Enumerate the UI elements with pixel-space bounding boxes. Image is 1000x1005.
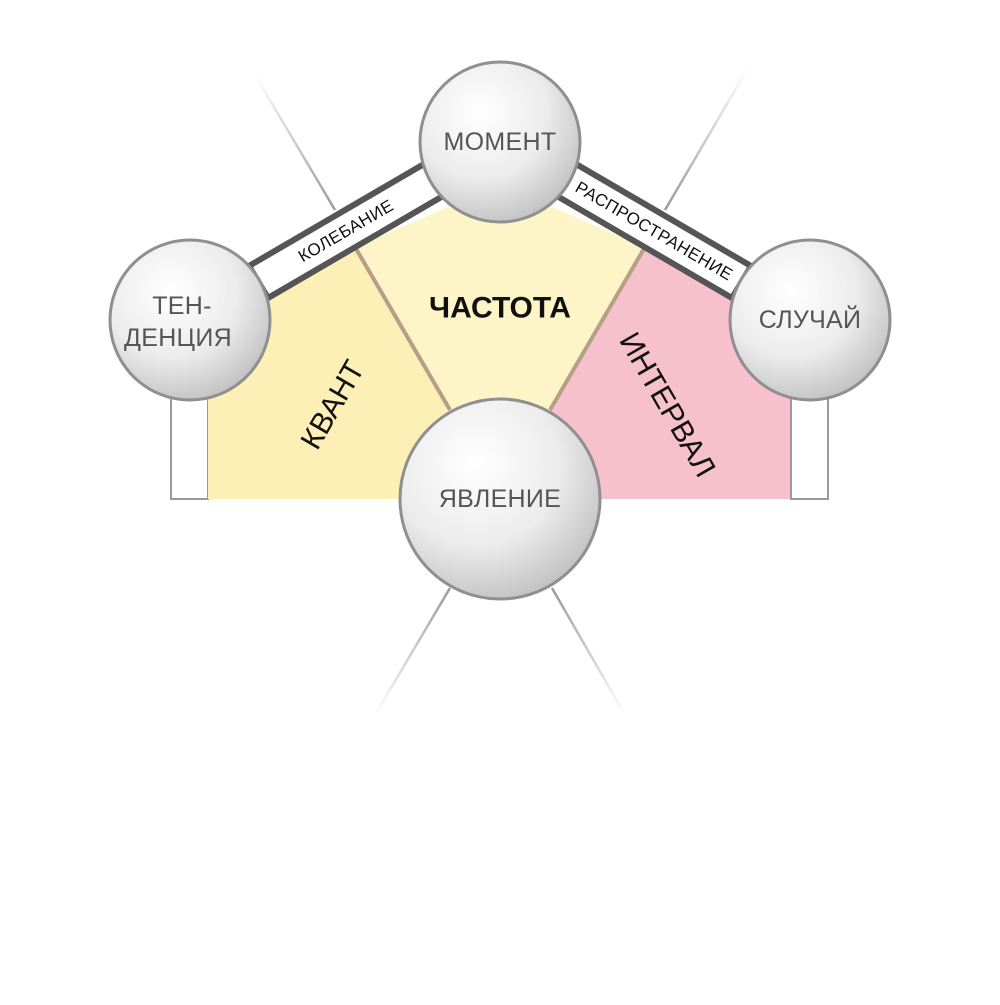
node-chance: СЛУЧАЙ	[728, 238, 892, 402]
node-label-chance: СЛУЧАЙ	[759, 304, 862, 334]
guide-ray-top-left	[253, 74, 337, 211]
node-label-moment: МОМЕНТ	[444, 128, 557, 156]
guide-ray-top-right	[663, 67, 750, 211]
node-phenomenon: ЯВЛЕНИЕ	[398, 397, 602, 601]
node-moment: МОМЕНТ	[418, 60, 582, 224]
region-frequency	[355, 185, 645, 410]
guide-ray-bottom-right	[550, 587, 627, 716]
divider-left	[353, 245, 452, 412]
guide-ray-bottom-left	[373, 587, 452, 716]
node-tendency: ТЕН- ДЕНЦИЯ	[108, 238, 272, 402]
post-left	[170, 394, 209, 500]
node-label-phenomenon: ЯВЛЕНИЕ	[439, 485, 561, 513]
node-label-tendency-line2: ДЕНЦИЯ	[124, 324, 232, 352]
node-label-tendency-line1: ТЕН-	[152, 292, 212, 320]
post-right	[790, 394, 829, 500]
region-label-frequency: ЧАСТОТА	[429, 292, 571, 325]
divider-right	[548, 245, 647, 412]
